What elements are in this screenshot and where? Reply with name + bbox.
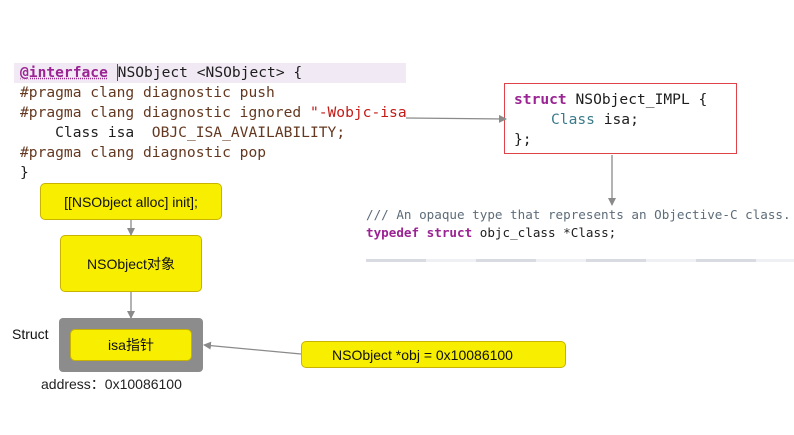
nsobject-interface-code: @interface NSObject <NSObject> { #pragma… [14,62,406,192]
struct-name: NSObject_IMPL { [566,91,708,108]
isa-pointer-box: isa指针 [70,329,192,361]
current-line-highlight [14,63,406,83]
alloc-init-label: [[NSObject alloc] init]; [64,193,198,210]
struct-label: Struct [12,326,49,342]
typedef-declaration: objc_class *Class; [472,225,617,240]
class-type: Class [551,111,595,128]
pragma-ignored-directive: #pragma clang diagnostic ignored [20,104,310,121]
code-line-pragma-push: #pragma clang diagnostic push [20,84,275,101]
isa-field: isa; [594,111,639,128]
object-pointer-box: NSObject *obj = 0x10086100 [301,341,566,368]
cropped-next-line [366,259,794,262]
address-label: address：0x10086100 [41,376,182,392]
interface-keyword: @interface [20,64,108,81]
isa-pointer-label: isa指针 [108,337,154,353]
alloc-init-box: [[NSObject alloc] init]; [40,183,222,220]
code-line-pragma-pop: #pragma clang diagnostic pop [20,144,267,161]
isa-ivar-type: Class isa [20,124,135,141]
isa-availability-macro: OBJC_ISA_AVAILABILITY; [134,124,346,141]
pragma-ignored-string: "-Wobjc-isa-usage" [309,104,406,121]
nsobject-instance-box: NSObject对象 [60,235,202,292]
struct-line-close: }; [514,131,532,148]
nsobject-impl-struct-box: struct NSObject_IMPL { Class isa; }; [504,83,737,154]
struct-keyword: struct [514,91,567,108]
typedef-keyword: typedef [366,225,420,240]
code-line-interface: @interface NSObject <NSObject> { [20,63,302,83]
nsobject-instance-label: NSObject对象 [87,255,175,272]
code-line-isa-ivar: Class isa OBJC_ISA_AVAILABILITY; [20,123,345,143]
typedef-line: typedef struct objc_class *Class; [366,224,616,242]
struct-line-isa: Class isa; [551,110,639,130]
code-line-pragma-ignored: #pragma clang diagnostic ignored "-Wobjc… [20,103,406,123]
class-typedef-code: /// An opaque type that represents an Ob… [366,205,794,263]
object-pointer-label: NSObject *obj = 0x10086100 [332,346,513,363]
code-line-close-brace: } [20,164,29,181]
struct-line-declaration: struct NSObject_IMPL { [514,90,707,110]
typedef-struct-keyword: struct [426,225,473,240]
typedef-comment: /// An opaque type that represents an Ob… [366,207,791,222]
protocol-declaration: <NSObject> { [187,64,303,81]
arrow-interface-to-struct [405,114,507,123]
arrow-pointer-to-isa [203,341,302,355]
class-name: NSObject [116,64,188,81]
